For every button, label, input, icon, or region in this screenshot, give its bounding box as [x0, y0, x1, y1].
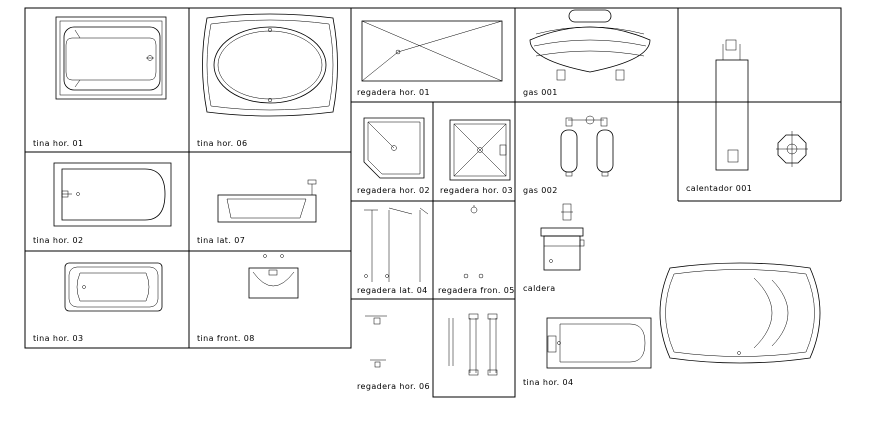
- tina-hor-03-drawing: [64, 262, 163, 312]
- label-gas-002: gas 002: [523, 186, 558, 195]
- tina-lat-07-drawing: [217, 179, 317, 223]
- oval-tub-drawing: [659, 262, 821, 364]
- regadera-hor-01-drawing: [361, 20, 503, 82]
- tina-front-08-drawing: [248, 254, 299, 299]
- label-regadera-hor-02: regadera hor. 02: [357, 186, 430, 195]
- label-caldera: caldera: [523, 284, 556, 293]
- label-calentador-001: calentador 001: [686, 184, 752, 193]
- label-tina-hor-06: tina hor. 06: [197, 139, 247, 148]
- grid-frames: [24, 7, 842, 398]
- label-tina-hor-03: tina hor. 03: [33, 334, 83, 343]
- label-tina-hor-04: tina hor. 04: [523, 378, 573, 387]
- label-regadera-lat-04: regadera lat. 04: [357, 286, 428, 295]
- regadera-hor-02-drawing: [363, 117, 425, 179]
- label-regadera-hor-01: regadera hor. 01: [357, 88, 430, 97]
- gas-001-drawing: [529, 9, 651, 81]
- regadera-fron-05-drawing: [463, 205, 484, 279]
- label-gas-001: gas 001: [523, 88, 558, 97]
- tina-hor-02-drawing: [53, 162, 172, 227]
- gas-002-drawing: [560, 115, 614, 177]
- tina-hor-04-drawing: [546, 317, 652, 369]
- grab-bars-drawing: [448, 313, 498, 376]
- calentador-001-drawing: [715, 39, 808, 171]
- regadera-hor-03-drawing: [449, 119, 511, 181]
- tina-hor-01-drawing: [55, 16, 167, 100]
- label-tina-hor-02: tina hor. 02: [33, 236, 83, 245]
- label-regadera-fron-05: regadera fron. 05: [438, 286, 515, 295]
- label-tina-lat-07: tina lat. 07: [197, 236, 245, 245]
- label-regadera-hor-06: regadera hor. 06: [357, 382, 430, 391]
- regadera-lat-04-drawing: [364, 207, 429, 282]
- label-tina-front-08: tina front. 08: [197, 334, 255, 343]
- tina-hor-06-drawing: [202, 13, 338, 117]
- label-tina-hor-01: tina hor. 01: [33, 139, 83, 148]
- caldera-drawing: [540, 203, 585, 271]
- regadera-hor-06-drawing: [365, 315, 387, 368]
- label-regadera-hor-03: regadera hor. 03: [440, 186, 513, 195]
